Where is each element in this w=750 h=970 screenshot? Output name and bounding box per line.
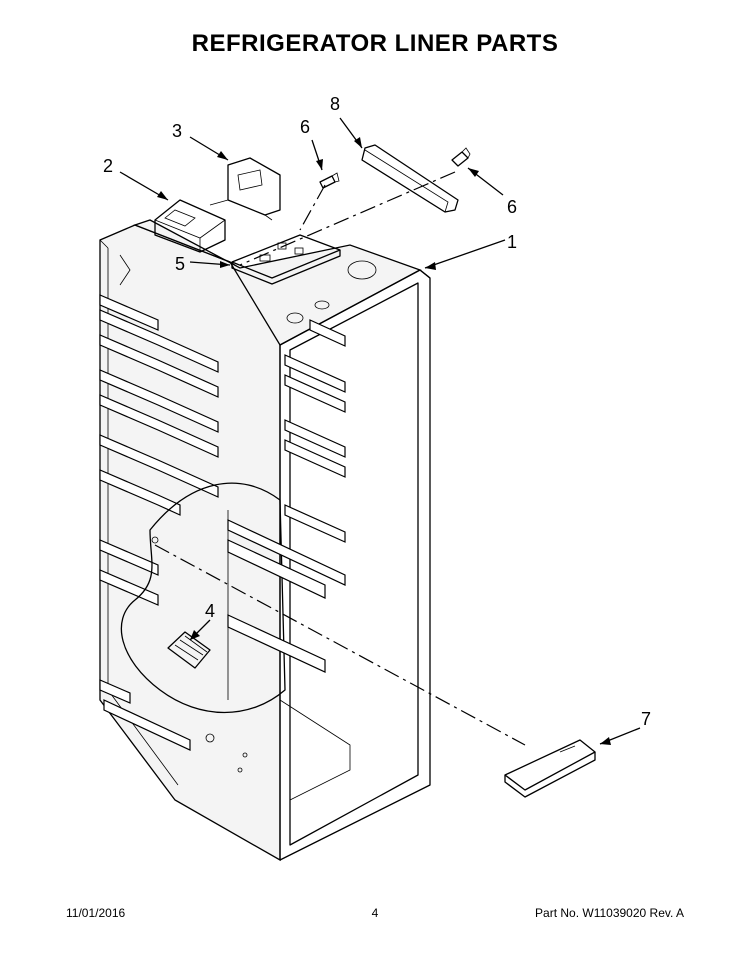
- callout-7: 7: [641, 709, 651, 729]
- screw-right: [451, 147, 471, 167]
- part-3-bracket: [209, 157, 281, 221]
- page-title: REFRIGERATOR LINER PARTS: [191, 30, 559, 57]
- screw-left: [319, 172, 340, 189]
- part-7-cover: [504, 739, 596, 798]
- callout-3: 3: [172, 121, 182, 141]
- part-2-housing: [154, 199, 226, 253]
- part-4-vent: [167, 631, 211, 669]
- callout-4: 4: [205, 601, 215, 621]
- callout-6-right: 6: [507, 197, 517, 217]
- liner-part-1: [99, 219, 431, 862]
- footer-page-number: 4: [371, 906, 379, 920]
- callout-6-left: 6: [300, 117, 310, 137]
- assembly-line-bottom: [154, 544, 526, 746]
- callout-8: 8: [330, 94, 340, 114]
- leader-lines: [119, 117, 641, 745]
- part-5-control: [231, 234, 341, 285]
- callout-1: 1: [507, 232, 517, 252]
- callout-5: 5: [175, 254, 185, 274]
- assembly-line-top: [239, 171, 456, 266]
- left-shelf-rails: [99, 294, 219, 751]
- right-shelf-rails: [284, 319, 346, 543]
- cutaway-view: [120, 482, 351, 801]
- footer-date: 11/01/2016: [66, 906, 126, 920]
- part-8-trim: [361, 144, 459, 213]
- footer-part-number: Part No. W11039020 Rev. A: [535, 906, 684, 920]
- assembly-line-screw: [299, 184, 326, 231]
- callout-2: 2: [103, 156, 113, 176]
